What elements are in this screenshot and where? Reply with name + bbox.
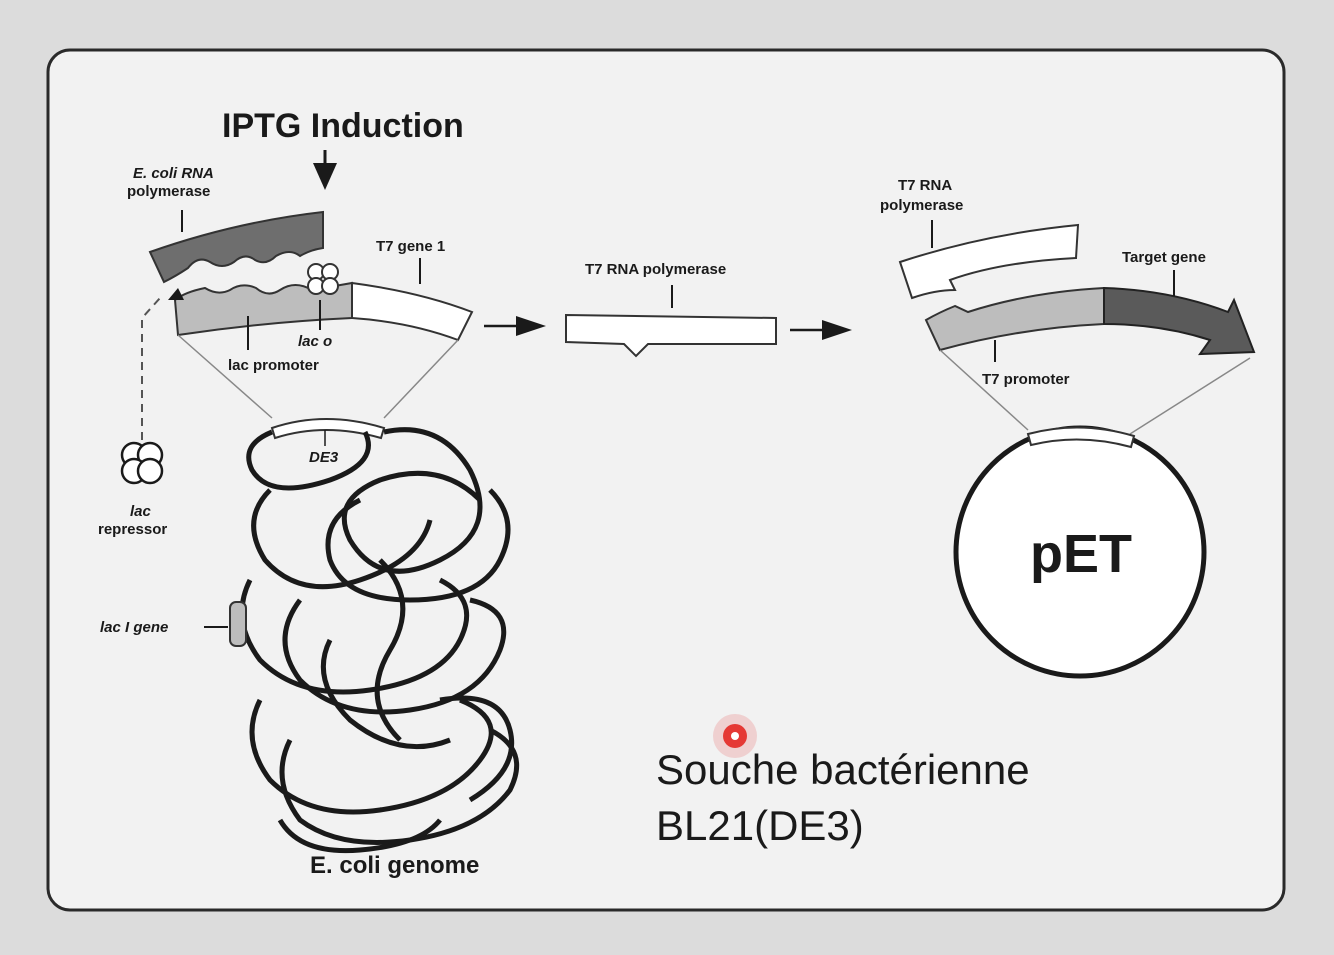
- t7-rna-polymerase-center-shape: [565, 313, 777, 358]
- flow-arrow-2-icon: [790, 320, 852, 340]
- laci-gene-label: lac I gene: [100, 619, 168, 636]
- target-gene-label: Target gene: [1122, 249, 1206, 266]
- pet-label: pET: [1030, 524, 1132, 584]
- de3-label: DE3: [309, 449, 339, 466]
- t7-rna-polymerase-right-label-2: polymerase: [880, 197, 963, 214]
- lac-repressor-label-1: lac: [130, 503, 152, 520]
- lac-repressor-label-2: repressor: [98, 521, 167, 538]
- lac-repressor-icon: [120, 441, 164, 485]
- t7-rna-polymerase-center-label: T7 RNA polymerase: [585, 261, 726, 278]
- target-gene-arrow: [1103, 286, 1256, 356]
- pointer-dot-icon: [713, 714, 757, 758]
- t7-rna-polymerase-right-label-1: T7 RNA: [898, 177, 952, 194]
- lac-o-label: lac o: [298, 333, 332, 350]
- t7-gene1-label: T7 gene 1: [376, 238, 445, 255]
- lac-promoter-segment: [173, 281, 353, 337]
- ecoli-rna-polymerase-label-2: polymerase: [127, 183, 210, 200]
- laci-gene-segment: [229, 601, 247, 647]
- ecoli-rna-polymerase-shape: [148, 210, 324, 284]
- ecoli-genome-label: E. coli genome: [310, 852, 479, 879]
- t7-rna-polymerase-right-shape: [898, 223, 1080, 300]
- de3-region: [270, 418, 386, 440]
- t7-promoter-label: T7 promoter: [982, 371, 1070, 388]
- flow-arrow-1-icon: [484, 316, 546, 336]
- caption-line-2: BL21(DE3): [656, 802, 864, 849]
- induction-arrow-icon: [313, 150, 337, 190]
- ecoli-genome-tangle: [239, 427, 520, 854]
- iptg-induction-title: IPTG Induction: [222, 107, 464, 145]
- lac-promoter-label: lac promoter: [228, 357, 319, 374]
- caption-line-1: Souche bactérienne: [656, 746, 1030, 793]
- lac-repressor-bound-icon: [307, 263, 339, 295]
- t7-gene1-segment: [351, 281, 474, 342]
- pet-insert-region: [1026, 426, 1136, 449]
- t7-promoter-segment: [924, 286, 1105, 352]
- ecoli-rna-polymerase-label-1: E. coli RNA: [133, 165, 214, 182]
